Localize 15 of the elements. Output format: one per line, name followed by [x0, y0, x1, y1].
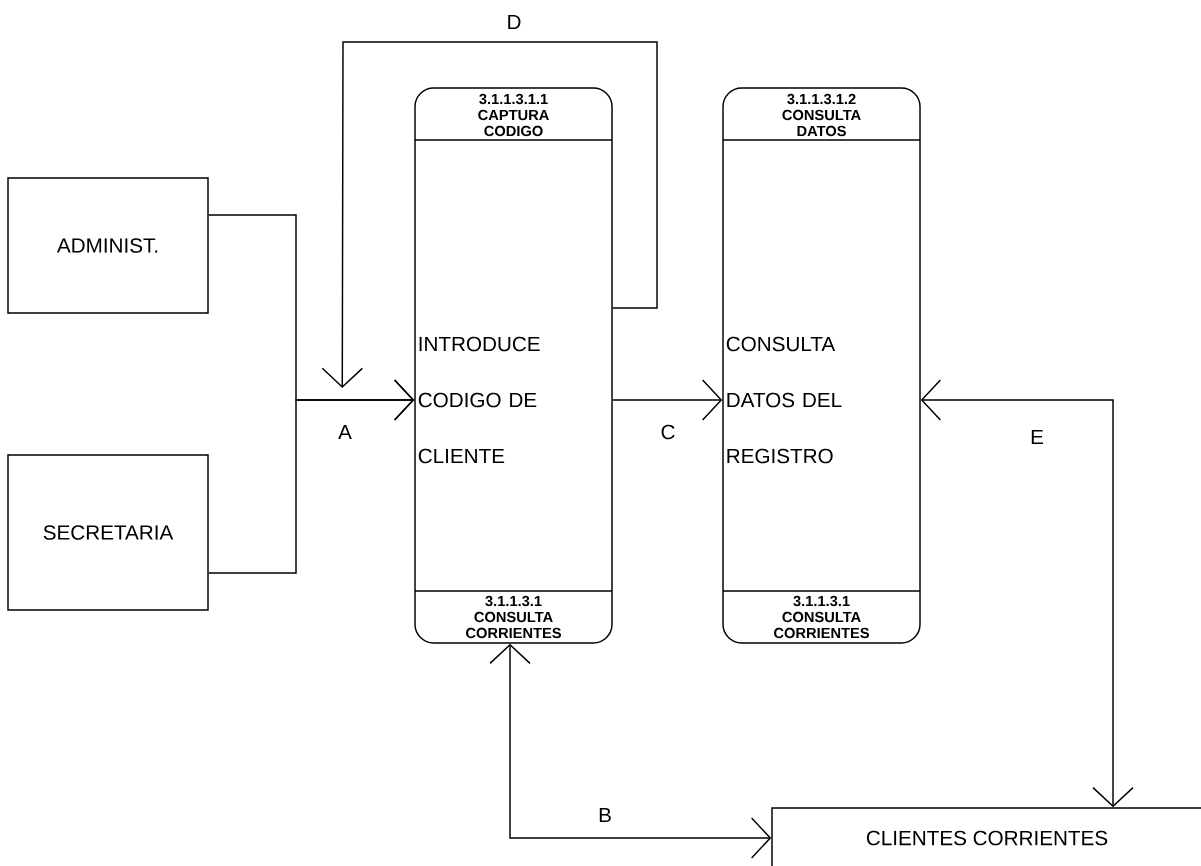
data-store: CLIENTES CORRIENTES [771, 807, 1201, 866]
edge-label: A [335, 422, 355, 442]
arrow [321, 41, 658, 388]
process-box: 3.1.1.3.1.2 CONSULTA DATOS CONSULTA DATOS DEL REGISTRO 3.1.1.3.1 CONSULTA CORRIENTES [722, 87, 921, 644]
arrow [208, 379, 415, 574]
arrow [920, 379, 1134, 808]
arrow [489, 643, 772, 859]
process-box: 3.1.1.3.1.1 CAPTURA CODIGO INTRODUCE CODIGO DE CLIENTE 3.1.1.3.1 CONSULTA CORRIENTES [414, 87, 613, 644]
edge-label: E [1027, 427, 1047, 447]
entity-box: ADMINIST. [7, 177, 209, 314]
edge-label: B [595, 805, 615, 825]
edge-label: C [657, 422, 679, 442]
entity-box: SECRETARIA [7, 454, 209, 611]
edge-label: D [503, 12, 525, 32]
arrow [612, 379, 723, 421]
